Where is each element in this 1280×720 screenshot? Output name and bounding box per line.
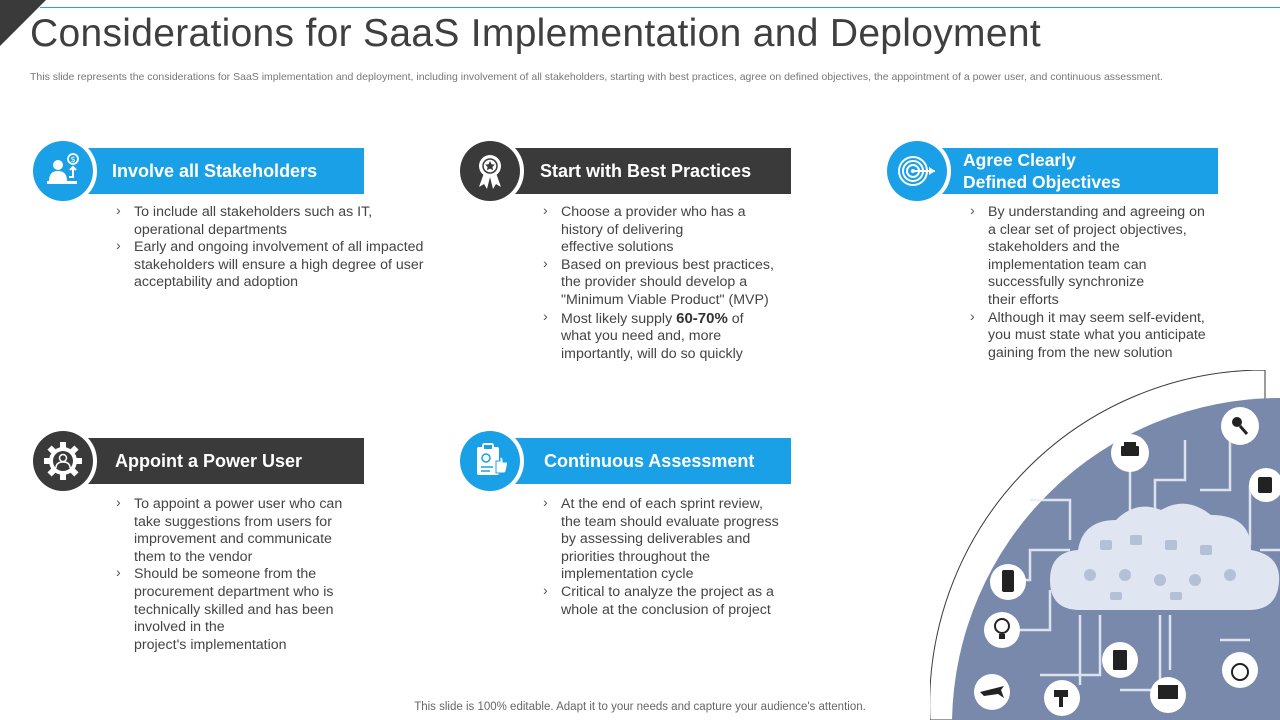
device-icons xyxy=(974,407,1280,716)
card-icon-circle xyxy=(29,427,97,495)
list-item: Although it may seem self-evident, you m… xyxy=(970,309,1230,363)
top-accent-line xyxy=(40,7,1280,8)
card-icon-circle: $ xyxy=(29,137,97,205)
cloud-shape xyxy=(1050,503,1280,610)
card-heading-line: Defined Objectives xyxy=(963,172,1121,192)
list-item: Critical to analyze the project as a who… xyxy=(543,583,803,619)
footer-note: This slide is 100% editable. Adapt it to… xyxy=(414,701,866,713)
card-bullets: To include all stakeholders such as IT, … xyxy=(116,203,436,292)
list-item: Early and ongoing involvement of all imp… xyxy=(116,238,436,292)
page-subtitle: This slide represents the considerations… xyxy=(30,71,1163,83)
card-heading: Agree Clearly Defined Objectives xyxy=(924,148,1218,194)
card-heading: Involve all Stakeholders xyxy=(70,148,364,194)
card-bullets: By understanding and agreeing on a clear… xyxy=(970,203,1230,363)
bullet-text: Most likely supply xyxy=(561,310,677,327)
bullet-highlight: 60-70% xyxy=(676,309,728,327)
card-bullets: At the end of each sprint review, the te… xyxy=(543,495,803,619)
card-bullets: Choose a provider who has a history of d… xyxy=(543,203,803,364)
list-item: To appoint a power user who can take sug… xyxy=(116,495,376,566)
list-item: Choose a provider who has a history of d… xyxy=(543,203,803,257)
cloud-network-illustration xyxy=(930,370,1280,720)
card-heading: Appoint a Power User xyxy=(70,438,364,484)
list-item: Most likely supply 60-70% of what you ne… xyxy=(543,309,803,364)
list-item: To include all stakeholders such as IT, … xyxy=(116,203,436,239)
list-item: Should be someone from the procurement d… xyxy=(116,565,376,654)
corner-decoration xyxy=(0,0,46,46)
card-icon-circle xyxy=(883,137,951,205)
list-item: Based on previous best practices, the pr… xyxy=(543,256,803,310)
bullet-text: of what you need and, more importantly, … xyxy=(561,310,744,362)
card-heading: Start with Best Practices xyxy=(497,148,791,194)
card-heading: Continuous Assessment xyxy=(497,438,791,484)
card-icon-circle xyxy=(456,137,524,205)
card-icon-circle xyxy=(456,427,524,495)
card-bullets: To appoint a power user who can take sug… xyxy=(116,495,376,654)
page-title: Considerations for SaaS Implementation a… xyxy=(30,12,1041,55)
list-item: By understanding and agreeing on a clear… xyxy=(970,203,1230,310)
list-item: At the end of each sprint review, the te… xyxy=(543,495,803,584)
card-heading-line: Agree Clearly xyxy=(963,150,1076,170)
